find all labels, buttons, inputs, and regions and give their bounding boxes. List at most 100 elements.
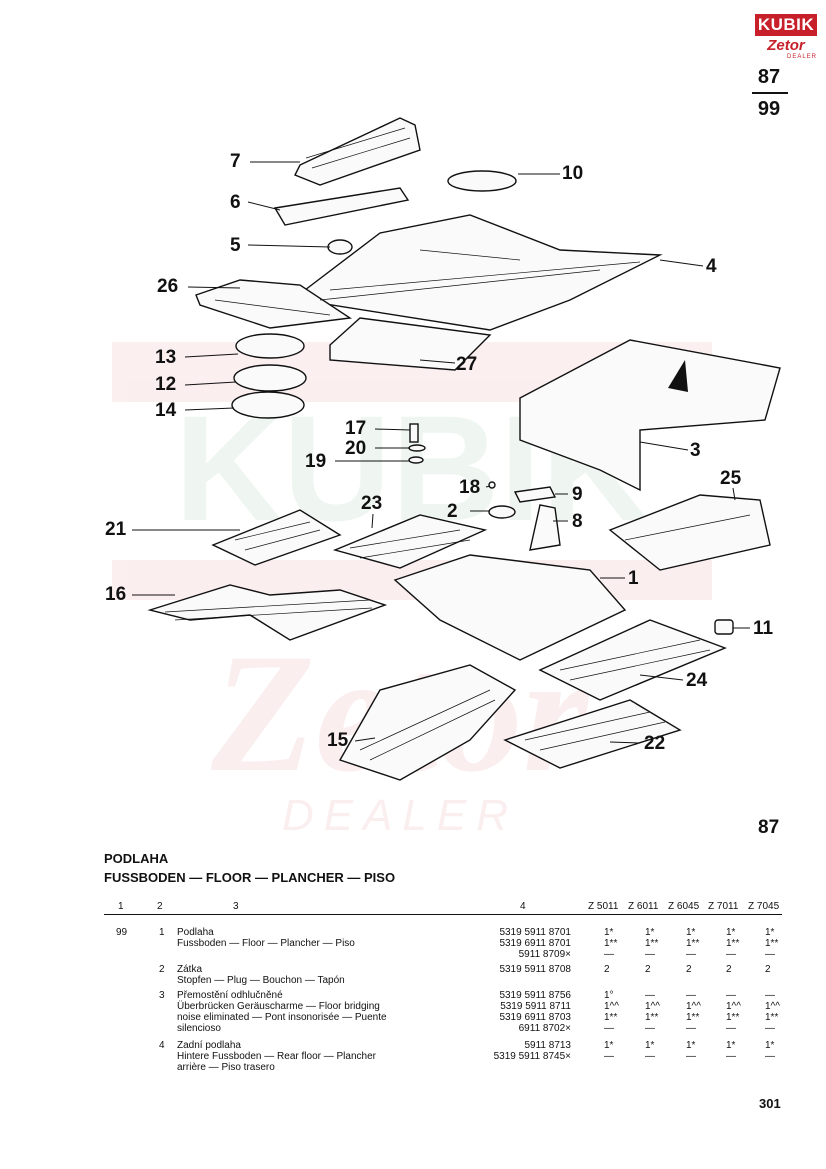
row-quantity: 1**: [726, 938, 740, 949]
callout-13: 13: [155, 347, 177, 368]
callout-4: 4: [706, 256, 717, 277]
part-11: [714, 619, 734, 635]
row-quantity: —: [604, 949, 614, 960]
part-16: [147, 584, 388, 641]
row-quantity: —: [604, 1023, 614, 1034]
row-quantity: 1^^: [726, 1001, 741, 1012]
part-27: [329, 317, 492, 371]
row-quantity: —: [726, 1023, 736, 1034]
callout-5: 5: [230, 235, 241, 256]
row-quantity: 1*: [765, 927, 775, 938]
row-description-line: Fussboden — Floor — Plancher — Piso: [177, 938, 355, 949]
part-18: [488, 481, 496, 489]
callout-21: 21: [105, 519, 127, 540]
row-part-number: 5319 5911 8745×: [493, 1051, 571, 1062]
row-quantity: —: [765, 990, 775, 1001]
page-ref-divider: [752, 92, 788, 94]
col-header-1: 1: [118, 901, 124, 912]
row-description-line: Hintere Fussboden — Rear floor — Planche…: [177, 1051, 376, 1062]
callout-3: 3: [690, 440, 701, 461]
part-21: [211, 509, 342, 566]
part-3: [519, 339, 781, 492]
row-part-number: 5319 5911 8711: [500, 1001, 571, 1012]
row-quantity: —: [686, 1023, 696, 1034]
row-position: 2: [159, 964, 165, 975]
row-quantity: 2: [645, 964, 651, 975]
row-position: 1: [159, 927, 165, 938]
row-quantity: —: [604, 1051, 614, 1062]
section-title-cz: PODLAHA: [104, 851, 169, 866]
part-5: [327, 239, 353, 255]
part-25: [608, 494, 771, 571]
col-header-model-1: Z 5011: [588, 901, 619, 912]
part-22: [503, 699, 682, 769]
row-quantity: 1*: [645, 1040, 655, 1051]
row-quantity: 1**: [604, 938, 618, 949]
page-number: 301: [759, 1096, 781, 1111]
row-part-number: 5911 8713: [524, 1040, 571, 1051]
page-ref-figure: 87: [757, 66, 781, 88]
callout-19: 19: [305, 451, 327, 472]
callout-27: 27: [456, 354, 478, 375]
row-group: 99: [116, 927, 128, 938]
row-quantity: 2: [686, 964, 692, 975]
col-header-model-5: Z 7045: [748, 901, 780, 912]
callout-23: 23: [361, 493, 383, 514]
row-quantity: 1^^: [686, 1001, 701, 1012]
logo-dealer: DEALER: [786, 54, 817, 60]
callout-9: 9: [572, 484, 583, 505]
callout-25: 25: [720, 468, 742, 489]
row-quantity: —: [726, 949, 736, 960]
row-part-number: 6911 8702×: [518, 1023, 571, 1034]
row-position: 4: [159, 1040, 165, 1051]
table-header-rule: [104, 914, 782, 915]
col-header-4: 4: [520, 901, 526, 912]
row-quantity: 2: [604, 964, 610, 975]
row-quantity: 1*: [686, 1040, 696, 1051]
row-description-line: Podlaha: [177, 927, 214, 938]
row-description-line: Zátka: [177, 964, 203, 975]
row-position: 3: [159, 990, 165, 1001]
part-2: [488, 505, 516, 519]
callout-16: 16: [105, 584, 127, 605]
row-quantity: 1**: [765, 1012, 779, 1023]
part-13: [235, 333, 305, 359]
callout-7: 7: [230, 151, 241, 172]
callout-12: 12: [155, 374, 177, 395]
row-quantity: 1*: [686, 927, 696, 938]
col-header-3: 3: [233, 901, 239, 912]
row-quantity: 1°: [604, 990, 614, 1001]
part-26: [195, 279, 352, 329]
callout-17: 17: [345, 418, 367, 439]
part-6: [273, 187, 410, 226]
row-quantity: 1*: [726, 927, 736, 938]
callout-8: 8: [572, 511, 583, 532]
row-quantity: 1**: [765, 938, 779, 949]
part-24: [538, 619, 727, 701]
row-part-number: 5319 5911 8708: [499, 964, 571, 975]
row-quantity: —: [686, 1051, 696, 1062]
row-quantity: 1*: [604, 1040, 614, 1051]
row-quantity: 1**: [604, 1012, 618, 1023]
row-quantity: 1*: [765, 1040, 775, 1051]
row-quantity: 1**: [726, 1012, 740, 1023]
part-10: [447, 170, 517, 192]
row-description-line: noise eliminated — Pont insonorisée — Pu…: [177, 1012, 387, 1023]
part-9: [513, 486, 557, 503]
row-part-number: 5319 5911 8756: [499, 990, 571, 1001]
row-quantity: 1*: [726, 1040, 736, 1051]
col-header-model-2: Z 6011: [628, 901, 659, 912]
row-quantity: —: [645, 1023, 655, 1034]
callout-18: 18: [459, 477, 481, 498]
row-description-line: Zadní podlaha: [177, 1040, 241, 1051]
part-8: [529, 504, 561, 551]
brand-logo: KUBIK Zetor DEALER: [755, 14, 817, 61]
row-description-line: Přemostění odhlučněné: [177, 990, 283, 1001]
row-quantity: 2: [765, 964, 771, 975]
callout-14: 14: [155, 400, 177, 421]
part-15: [338, 664, 517, 781]
col-header-2: 2: [157, 901, 163, 912]
logo-sub: Zetor: [767, 37, 805, 54]
row-description-line: Überbrücken Geräuscharme — Floor bridgin…: [177, 1001, 380, 1012]
callout-15: 15: [327, 730, 349, 751]
